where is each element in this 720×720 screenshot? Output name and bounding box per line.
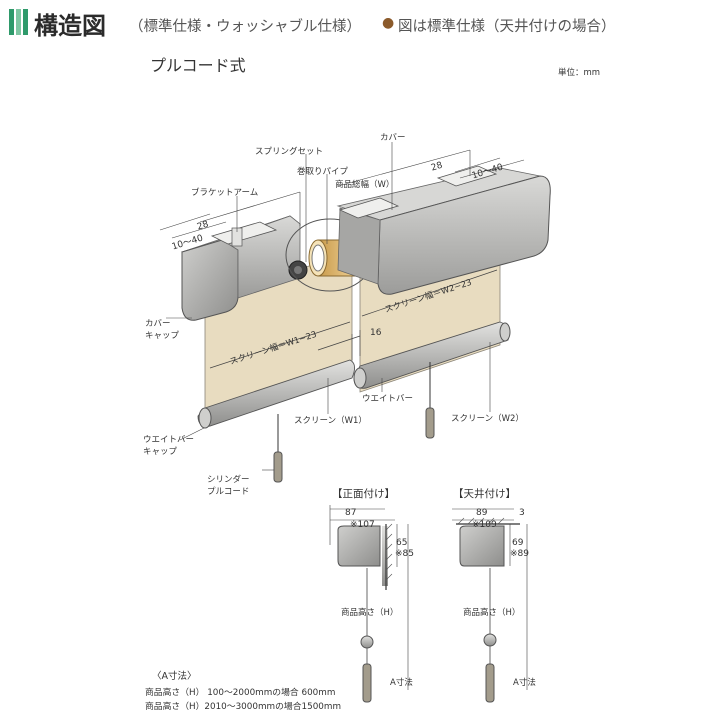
label-spring-set: スプリングセット xyxy=(255,147,324,157)
bullet-icon: ● xyxy=(382,15,395,31)
a-dim-note-line1: 商品高さ（H） 100～2000mmの場合 600mm xyxy=(145,688,336,698)
dim-ceiling-89v: ※89 xyxy=(510,549,529,559)
front-mount-detail xyxy=(329,505,409,703)
front-a-dim-label: A寸法 xyxy=(390,678,413,688)
dim-ceiling-69: 69 xyxy=(512,538,524,548)
label-cover-top: カバー xyxy=(380,133,406,143)
label-product-width: 商品総幅（W） xyxy=(335,180,395,190)
a-dim-note-title: 〈A寸法〉 xyxy=(152,671,197,682)
label-bracket-arm: ブラケットアーム xyxy=(191,188,259,198)
dim-ceiling-3: 3 xyxy=(519,508,525,518)
dim-front-107: ※107 xyxy=(350,520,375,530)
title-bar-icon xyxy=(9,9,28,35)
diagram-note: 図は標準仕様（天井付けの場合） xyxy=(398,19,616,35)
spec-note: （標準仕様・ウォッシャブル仕様） xyxy=(129,19,361,35)
label-screen-w1: スクリーン（W1） xyxy=(294,416,367,426)
dim-front-85: ※85 xyxy=(395,549,414,559)
front-height-label: 商品高さ（H） xyxy=(341,608,399,618)
dim-front-87: 87 xyxy=(345,508,357,518)
label-weight-bar: ウエイトバー xyxy=(362,394,414,404)
label-cover-cap: カバー キャップ xyxy=(145,319,180,341)
ceiling-a-dim-label: A寸法 xyxy=(513,678,536,688)
cover-cap xyxy=(181,238,239,321)
subtitle: プルコード式 xyxy=(150,56,246,75)
dim-16: 16 xyxy=(370,328,382,338)
ceiling-mount-title: 【天井付け】 xyxy=(453,488,516,500)
cylinder-pull-cord-right xyxy=(425,407,435,439)
unit-label: 単位：mm xyxy=(558,68,601,78)
cover-right xyxy=(377,175,551,295)
bracket-arm-left xyxy=(210,221,278,245)
page-title: 構造図 xyxy=(34,12,106,40)
cylinder-pull-cord-left xyxy=(273,451,283,483)
label-roll-pipe: 巻取りパイプ xyxy=(297,167,349,177)
label-cylinder-pull-cord: シリンダー プルコード xyxy=(207,475,250,497)
ceiling-mount-detail xyxy=(452,508,528,703)
label-weight-bar-cap: ウエイトバー キャップ xyxy=(143,435,195,457)
weight-bar-w1 xyxy=(197,359,355,427)
front-mount-title: 【正面付け】 xyxy=(332,488,395,500)
dim-ceiling-109: ※109 xyxy=(472,520,497,530)
dim-ceiling-89: 89 xyxy=(476,508,488,518)
ceiling-height-label: 商品高さ（H） xyxy=(463,608,521,618)
dim-front-65: 65 xyxy=(396,538,408,548)
label-screen-w2: スクリーン（W2） xyxy=(451,414,524,424)
weight-bar-cap xyxy=(198,407,212,429)
a-dim-note-line2: 商品高さ（H）2010～3000mmの場合1500mm xyxy=(145,702,342,712)
